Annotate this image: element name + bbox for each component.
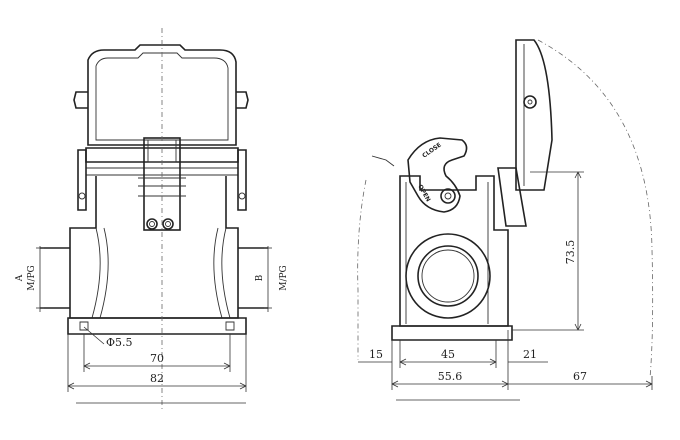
lever-close-label: CLOSE <box>421 142 443 160</box>
locking-bail <box>73 44 249 146</box>
dim-67-label: 67 <box>573 370 587 383</box>
dim-73-5: 73.5 <box>512 171 584 331</box>
dim-row-1: 15 45 21 <box>358 330 548 368</box>
dim-a-cable: A M/PG <box>15 246 44 312</box>
dim-70: 70 <box>83 334 231 372</box>
label-a: A <box>15 274 25 282</box>
label-b-sub: M/PG <box>279 265 289 291</box>
dim-82-label: 82 <box>150 372 164 385</box>
label-a-sub: M/PG <box>27 265 37 291</box>
hole-diameter-label: Φ5.5 <box>106 336 133 349</box>
dim-55-6-label: 55.6 <box>438 370 463 383</box>
dim-row-2: 55.6 67 <box>391 368 653 390</box>
lever: CLOSE OPEN <box>371 137 468 213</box>
front-view: A M/PG B M/PG Φ5.5 70 <box>15 28 289 410</box>
dim-82: 82 <box>67 334 247 392</box>
dim-70-label: 70 <box>150 352 164 365</box>
dim-b-cable: B M/PG <box>255 246 289 312</box>
side-body <box>391 175 513 341</box>
cover <box>497 39 553 227</box>
side-view: CLOSE OPEN 73.5 <box>357 39 654 401</box>
dim-73-5-label: 73.5 <box>564 240 577 265</box>
lever-open-label: OPEN <box>416 184 431 204</box>
dim-21-label: 21 <box>523 348 537 361</box>
dim-45-label: 45 <box>441 348 455 361</box>
dim-15-label: 15 <box>369 348 383 361</box>
label-b: B <box>255 274 265 281</box>
housing-body <box>40 176 268 335</box>
